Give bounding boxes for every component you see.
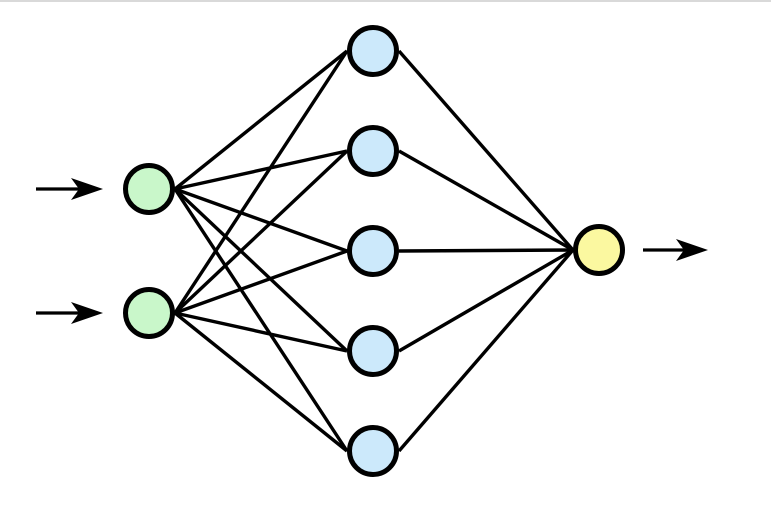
edge-line [398,248,574,253]
output-node [573,224,625,276]
edge-line [398,248,574,353]
hidden-node [347,425,399,477]
edge-line [173,50,349,314]
input-arrow-1-head-icon [71,178,103,200]
edge-line [397,248,575,453]
output-arrow-head-icon [676,239,708,261]
edge-line [174,187,348,253]
edge-line [174,249,348,315]
hidden-node [347,25,399,77]
input-node [123,287,175,339]
edge-line [174,311,348,353]
edge-line [397,49,575,252]
hidden-node [347,225,399,277]
input-node [123,163,175,215]
edge-line [174,149,348,191]
edge-line [173,187,349,353]
edge-line [173,149,349,315]
edge-line [173,188,349,452]
edge-line [398,149,574,252]
hidden-node [347,125,399,177]
edge-line [173,311,349,453]
top-border-line [0,0,771,2]
hidden-node [347,325,399,377]
edge-line [173,49,349,191]
input-arrow-2-head-icon [71,302,103,324]
